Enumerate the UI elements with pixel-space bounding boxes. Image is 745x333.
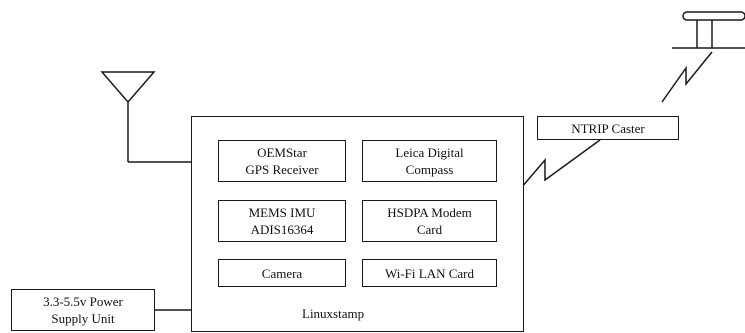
gps-receiver-label: OEMStar GPS Receiver <box>245 145 319 177</box>
linuxstamp-label: Linuxstamp <box>302 306 365 321</box>
imu-box: MEMS IMU ADIS16364 <box>218 200 346 242</box>
radio-tower-icon <box>672 11 745 49</box>
ntrip-caster-label: NTRIP Caster <box>571 120 645 136</box>
ntrip-caster-box: NTRIP Caster <box>537 116 679 140</box>
compass-box: Leica Digital Compass <box>362 140 497 182</box>
compass-label: Leica Digital Compass <box>395 145 464 177</box>
power-supply-label: 3.3-5.5v Power Supply Unit <box>43 294 123 326</box>
imu-label: MEMS IMU ADIS16364 <box>248 205 316 237</box>
power-supply-box: 3.3-5.5v Power Supply Unit <box>11 289 155 331</box>
camera-box: Camera <box>218 259 346 287</box>
wifi-box: Wi-Fi LAN Card <box>362 259 497 287</box>
wifi-label: Wi-Fi LAN Card <box>384 265 475 281</box>
gps-receiver-box: OEMStar GPS Receiver <box>218 140 346 182</box>
wireless-link-icon <box>661 51 713 103</box>
modem-box: HSDPA Modem Card <box>362 200 497 242</box>
modem-label: HSDPA Modem Card <box>387 205 472 237</box>
camera-label: Camera <box>261 265 303 281</box>
